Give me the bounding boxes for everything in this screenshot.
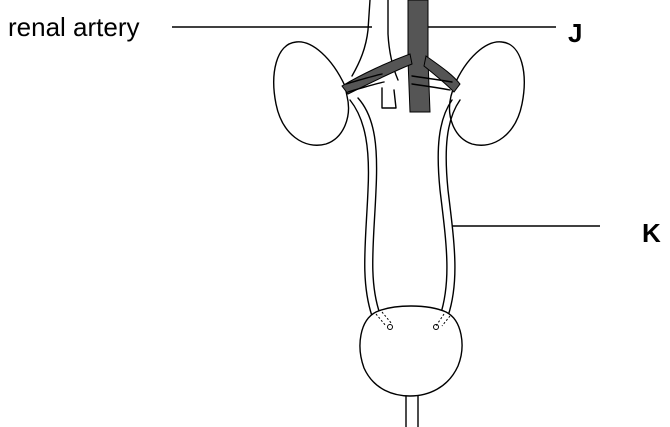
left-ureter	[350, 98, 380, 316]
right-kidney	[450, 42, 525, 145]
aorta-lower	[382, 88, 396, 108]
left-kidney	[274, 42, 349, 145]
renal-artery-label: renal artery	[8, 12, 140, 42]
urethra	[406, 396, 418, 427]
j-label: J	[568, 18, 582, 48]
k-label: K	[642, 218, 661, 248]
